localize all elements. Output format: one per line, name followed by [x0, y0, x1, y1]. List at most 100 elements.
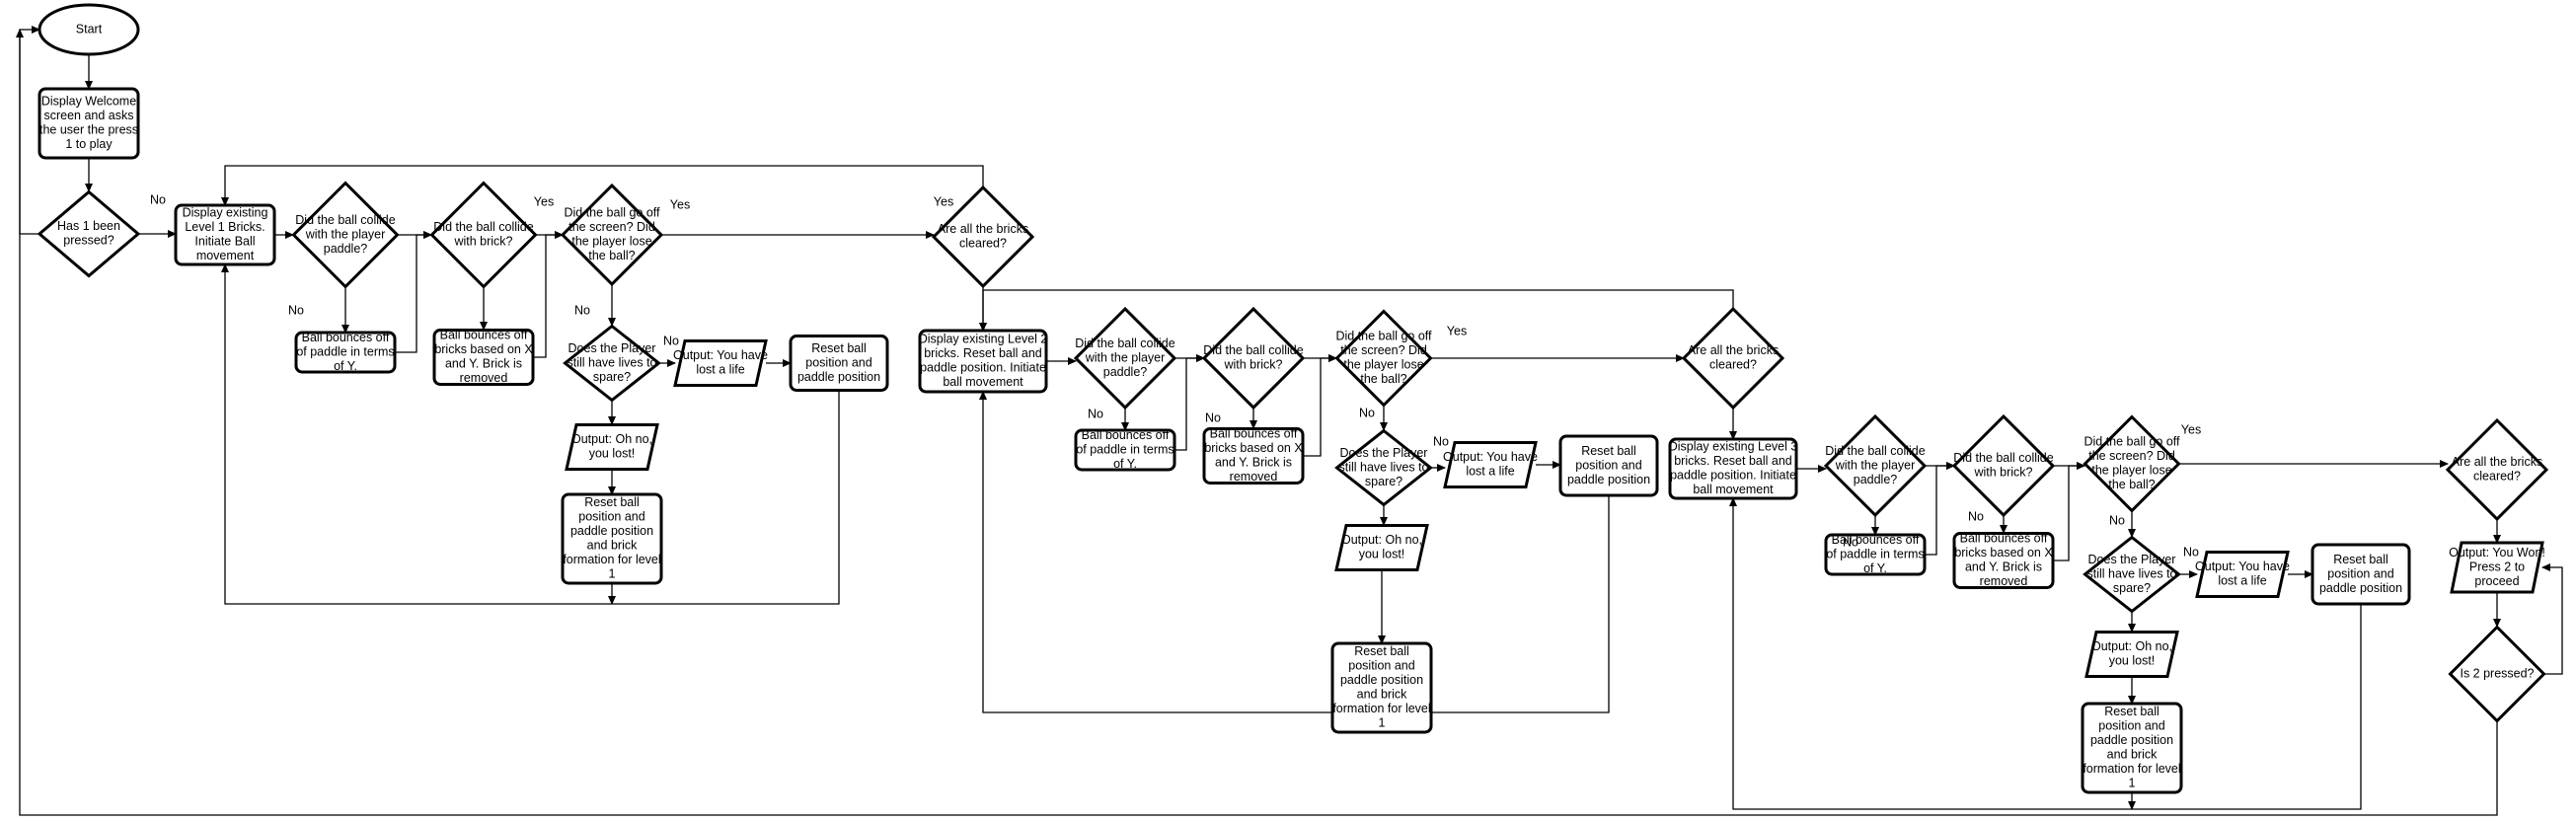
node-label-line: and Y. Brick is — [1215, 456, 1292, 470]
decision-shape — [1823, 413, 1928, 518]
node-label-line: paddle? — [1103, 365, 1148, 379]
node-label-line: Output: You have — [673, 348, 768, 362]
node-label-line: the player lose — [1343, 358, 1423, 372]
node-label-line: Display existing — [183, 206, 268, 220]
process-shape — [918, 329, 1048, 394]
node-label-line: Press 2 to — [2469, 560, 2525, 573]
decision-shape — [1681, 306, 1785, 410]
node-label-line: of Y. — [334, 359, 357, 373]
process-shape — [1330, 641, 1433, 734]
node-label-line: Ball bounces off — [1082, 428, 1170, 442]
node-label-line: pressed? — [63, 234, 114, 248]
node-label-line: Initiate Ball — [194, 235, 255, 249]
node-label-line: paddle position — [570, 524, 653, 538]
process-shape — [561, 492, 663, 585]
node-label-line: Display Welcome — [41, 95, 136, 109]
node-label-line: screen and asks — [43, 109, 133, 122]
node-label-line: formation for level — [1332, 702, 1430, 715]
node-l3-gameover: Output: Oh no,you lost! — [2084, 631, 2179, 678]
node-label-line: spare? — [1365, 475, 1402, 488]
decision-shape — [1073, 306, 1177, 410]
io-shape — [673, 339, 768, 387]
connector — [1303, 354, 1337, 457]
connector-label: No — [574, 303, 590, 317]
node-label-line: paddle position — [797, 370, 880, 384]
process-shape — [1952, 532, 2055, 589]
process-shape — [2081, 702, 2183, 794]
node-label-line: Did the ball collide — [1203, 343, 1303, 357]
decision-shape — [1201, 306, 1306, 410]
io-shape — [565, 423, 659, 471]
decision-shape — [429, 181, 538, 289]
node-label-line: cleared? — [2473, 470, 2521, 484]
node-label-line: cleared? — [1709, 358, 1757, 372]
node-label-line: Ball bounces off — [1960, 532, 2048, 546]
connector — [395, 231, 432, 353]
node-label-line: the ball? — [2108, 478, 2155, 491]
node-label-line: you lost! — [1359, 548, 1405, 561]
node-label-line: Reset ball — [1354, 644, 1409, 658]
decision-shape — [37, 189, 141, 278]
node-label-line: you lost! — [2109, 654, 2156, 668]
node-label-line: Ball bounces off — [440, 329, 528, 342]
node-label-line: of paddle in terms — [1076, 442, 1174, 456]
node-label-line: Did the ball go off — [1335, 330, 1432, 343]
node-label-line: Output: You have — [2195, 560, 2290, 573]
connector — [2053, 462, 2085, 561]
node-label-line: 1 — [2129, 777, 2136, 790]
connector-label: No — [1088, 407, 1103, 420]
connector — [533, 231, 564, 358]
node-label-line: Are all the bricks — [2452, 455, 2542, 469]
connector-label: No — [2183, 545, 2199, 559]
node-label-line: ball movement — [1693, 483, 1774, 496]
node-label-line: Does the Player — [568, 341, 656, 355]
node-label-line: 1 — [1379, 716, 1386, 730]
connector-label: No — [1205, 410, 1221, 424]
connector-label: No — [1843, 535, 1858, 549]
node-label-line: Did the ball collide — [1825, 444, 1925, 458]
decision-shape — [2445, 417, 2549, 522]
node-label-line: 1 — [609, 567, 616, 581]
node-label-line: cleared? — [959, 237, 1007, 251]
node-label-line: Reset ball — [811, 341, 867, 355]
connector — [979, 391, 1610, 713]
node-label-line: paddle position — [2319, 581, 2402, 595]
node-label-line: removed — [460, 371, 508, 385]
node-label-line: of Y. — [1863, 561, 1887, 575]
node-label-line: lost a life — [696, 363, 744, 377]
connector — [221, 263, 840, 605]
decision-shape — [1334, 309, 1433, 408]
process-shape — [1668, 437, 1798, 500]
node-label-line: paddle position — [2090, 733, 2173, 747]
connector-label: Yes — [1447, 324, 1467, 337]
node-label-line: proceed — [2474, 574, 2519, 588]
node-label-line: Start — [76, 22, 103, 36]
node-label-line: Is 2 pressed? — [2460, 666, 2534, 680]
node-label-line: position and — [578, 510, 644, 524]
connector — [979, 289, 1734, 332]
node-start: Start — [38, 3, 140, 56]
node-label-line: removed — [1980, 574, 2028, 588]
node-label-line: of Y. — [1113, 457, 1137, 471]
node-label-line: position and — [1348, 659, 1414, 673]
node-label-line: Output: Oh no, — [571, 432, 652, 446]
node-label-line: Output: You Won! — [2449, 546, 2545, 560]
node-label-line: Reset ball — [584, 495, 640, 509]
connector-label: Yes — [534, 194, 554, 208]
